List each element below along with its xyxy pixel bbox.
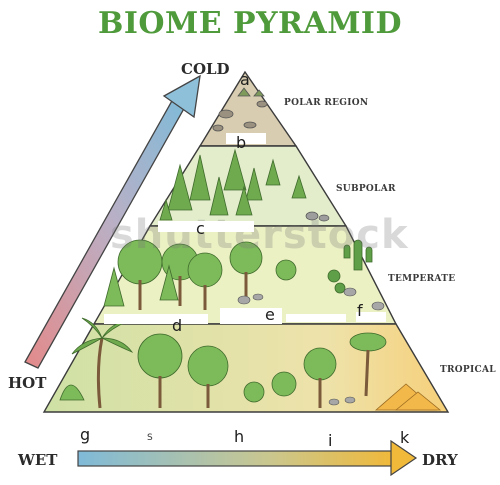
answer-blank-e — [220, 308, 282, 324]
answer-blank-f — [356, 312, 386, 322]
letter-c: c — [196, 219, 205, 238]
subpolar-trees — [159, 148, 307, 221]
subpolar-rocks — [305, 211, 330, 222]
letter-f: f — [357, 301, 363, 320]
axis-label-dry: DRY — [422, 451, 458, 469]
temperate-trees — [103, 239, 385, 311]
diagram-title: BIOME PYRAMID — [98, 6, 402, 41]
zone-label-tropical: TROPICAL — [440, 365, 496, 375]
answer-blank-c — [158, 221, 254, 232]
tropical-trees — [59, 317, 442, 411]
axis-label-hot: HOT — [8, 374, 47, 392]
letter-k: k — [400, 428, 410, 447]
axis-label-wet: WET — [18, 451, 58, 469]
moisture-arrow — [77, 439, 418, 477]
zone-label-subpolar: SUBPOLAR — [336, 184, 396, 194]
tropical-zone — [42, 323, 450, 413]
letter-h: h — [234, 427, 245, 446]
zone-label-polar: POLAR REGION — [284, 98, 369, 108]
letter-i: i — [328, 431, 333, 450]
letter-b: b — [236, 133, 247, 152]
polar-rocks — [212, 87, 268, 132]
answer-blank-b — [226, 133, 266, 144]
axis-label-cold: COLD — [181, 60, 230, 78]
letter-e: e — [265, 305, 275, 324]
letter-g: g — [80, 425, 91, 444]
letter-fragment: S — [147, 433, 153, 443]
zone-label-temperate: TEMPERATE — [388, 274, 456, 284]
answer-blank-d — [104, 314, 208, 324]
watermark: shutterstock — [110, 212, 409, 258]
temperature-arrow — [24, 74, 201, 369]
answer-blank-e2 — [286, 314, 346, 322]
letter-d: d — [172, 316, 183, 335]
letter-a: a — [240, 70, 250, 89]
